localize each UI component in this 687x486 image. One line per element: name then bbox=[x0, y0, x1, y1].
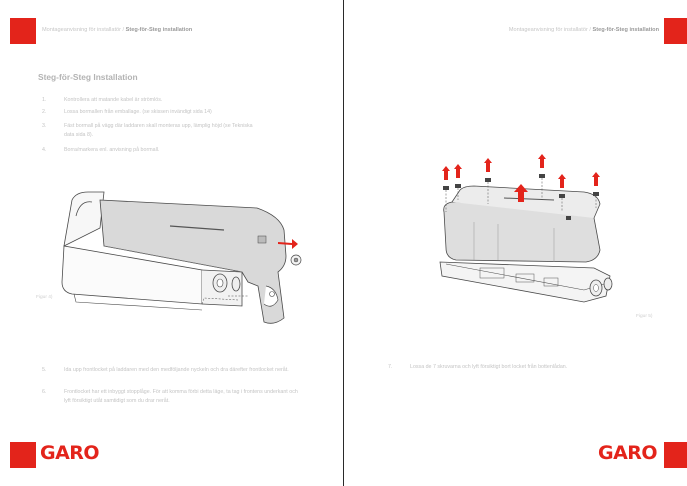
step-item: 7. Lossa de 7 skruvarna och lyft försikt… bbox=[388, 363, 658, 372]
garo-logo: GARO bbox=[40, 440, 110, 466]
step-number: 1. bbox=[42, 97, 47, 103]
step-number: 2. bbox=[42, 109, 47, 115]
screw-icon bbox=[593, 192, 599, 196]
step-text: Borra/markera enl. anvisning på bormall. bbox=[64, 147, 160, 153]
charger-lid-removal-illustration bbox=[439, 154, 613, 303]
garo-logo-text: GARO bbox=[40, 442, 100, 464]
right-page: Montageanvisning för installatör / Steg-… bbox=[344, 0, 687, 486]
step-number: 4. bbox=[42, 147, 47, 153]
left-page: Montageanvisning för installatör / Steg-… bbox=[0, 0, 343, 486]
screw-icon bbox=[566, 216, 571, 220]
running-header: Montageanvisning för installatör / Steg-… bbox=[42, 27, 192, 33]
screw-icon bbox=[443, 186, 449, 190]
step-number: 6. bbox=[42, 389, 47, 395]
step-item: 6. Frontlocket har ett inbyggt stopplåge… bbox=[42, 388, 304, 405]
garo-logo-text: GARO bbox=[598, 442, 658, 464]
figure-caption: Figur 4) bbox=[36, 295, 53, 300]
up-arrow-icon bbox=[514, 184, 528, 202]
section-title: Steg-för-Steg Installation bbox=[38, 72, 138, 82]
up-arrow-icon bbox=[484, 158, 492, 172]
up-arrow-icon bbox=[442, 166, 450, 180]
step-text: Frontlocket har ett inbyggt stopplåge. F… bbox=[64, 389, 298, 404]
step-text: Fäst bormall på vägg där laddaren skall … bbox=[64, 123, 253, 138]
up-arrow-icon bbox=[454, 164, 462, 178]
step-item: 3. Fäst bormall på vägg där laddaren ska… bbox=[42, 122, 257, 139]
footer-red-square bbox=[664, 442, 687, 468]
garo-logo: GARO bbox=[598, 440, 662, 466]
header-section: Steg-för-Steg installation bbox=[125, 27, 193, 33]
step-item: 5. Ida upp frontlocket på laddaren med d… bbox=[42, 366, 304, 375]
screw-icon bbox=[539, 174, 545, 178]
running-header: Montageanvisning för installatör / Steg-… bbox=[509, 27, 659, 33]
step-item: 1. Kontrollera att matande kabel är strö… bbox=[42, 96, 302, 105]
header-red-square bbox=[664, 18, 687, 44]
step-text: Lossa de 7 skruvarna och lyft försiktigt… bbox=[410, 364, 568, 370]
up-arrow-icon bbox=[538, 154, 546, 168]
footer-red-square bbox=[10, 442, 36, 468]
screw-icon bbox=[559, 194, 565, 198]
header-section: Steg-för-Steg installation bbox=[592, 27, 659, 33]
page-divider bbox=[343, 0, 344, 486]
step-item: 4. Borra/markera enl. anvisning på borma… bbox=[42, 146, 302, 155]
charger-front-cover-illustration bbox=[61, 191, 302, 324]
step-text: Ida upp frontlocket på laddaren med den … bbox=[64, 367, 289, 373]
step-text: Lossa bormallen från emballage. (se skis… bbox=[64, 109, 212, 115]
step-number: 5. bbox=[42, 367, 47, 373]
header-prefix: Montageanvisning för installatör / bbox=[42, 27, 126, 33]
screw-icon bbox=[485, 178, 491, 182]
up-arrow-icon bbox=[592, 172, 600, 186]
step-number: 7. bbox=[388, 364, 393, 370]
screw-icon bbox=[455, 184, 461, 188]
header-red-square bbox=[10, 18, 36, 44]
step-text: Kontrollera att matande kabel är strömlö… bbox=[64, 97, 163, 103]
figure-caption: Figur 5) bbox=[636, 314, 653, 319]
up-arrow-icon bbox=[558, 174, 566, 188]
step-item: 2. Lossa bormallen från emballage. (se s… bbox=[42, 108, 302, 117]
step-number: 3. bbox=[42, 123, 47, 129]
header-prefix: Montageanvisning för installatör / bbox=[508, 27, 593, 33]
